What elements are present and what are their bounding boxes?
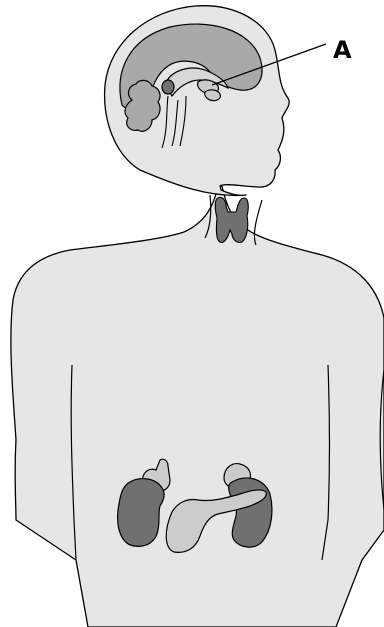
thyroid [215,197,248,242]
torso [11,186,384,627]
label-a: A [333,36,352,64]
pineal-gland [162,80,174,94]
thyroid-gland [215,197,248,242]
